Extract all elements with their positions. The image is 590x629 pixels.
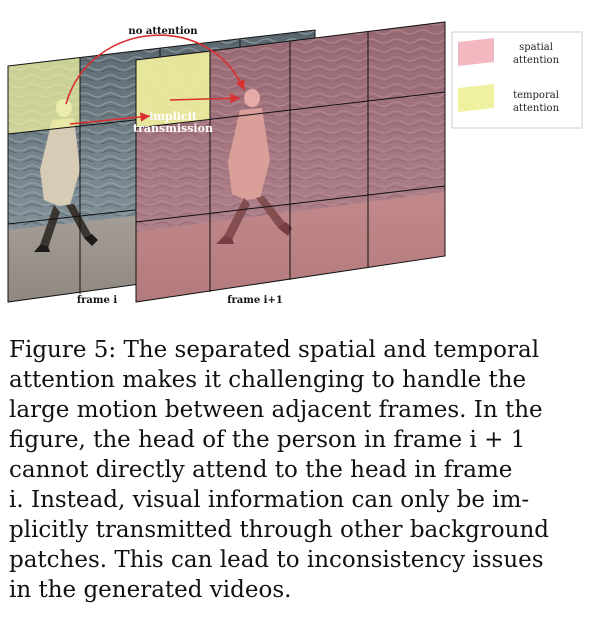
no-attention-label: no attention — [128, 26, 198, 37]
frame-i-plus-1-grid — [135, 21, 446, 303]
figure-5-diagram: no attention implicit transmission frame… — [7, 21, 583, 306]
caption-line: figure, the head of the person in frame … — [9, 427, 526, 453]
caption-line: i. Instead, visual information can only … — [9, 487, 530, 513]
caption-line: large motion between adjacent frames. In… — [9, 397, 543, 423]
implicit-label-line2: transmission — [133, 122, 213, 135]
frame-i-plus-1 — [135, 21, 446, 303]
caption-line: Figure 5: The separated spatial and temp… — [9, 337, 540, 363]
temporal-attention-patch-frame-i — [8, 58, 80, 134]
implicit-transmission-arrow-1 — [69, 112, 151, 125]
implicit-transmission-arrow-2 — [169, 93, 241, 104]
caption-line: attention makes it challenging to handle… — [9, 367, 527, 393]
legend-spatial-label-2: attention — [513, 55, 560, 66]
caption-line: cannot directly attend to the head in fr… — [9, 457, 513, 483]
attention-arrows — [65, 34, 245, 125]
caption-line: in the generated videos. — [9, 577, 292, 603]
no-attention-arrow — [65, 34, 245, 105]
figure-caption: Figure 5: The separated spatial and temp… — [9, 335, 569, 605]
legend-temporal-label-2: attention — [513, 103, 560, 114]
caption-line: patches. This can lead to inconsistency … — [9, 547, 544, 573]
frame-i-plus-1-label: frame i+1 — [227, 295, 283, 306]
implicit-label-line1: implicit — [149, 110, 198, 123]
legend-spatial-swatch — [458, 38, 494, 66]
legend-spatial-label-1: spatial — [519, 42, 553, 53]
legend-temporal-swatch — [458, 84, 494, 112]
temporal-attention-patch-frame-i-plus-1 — [136, 52, 210, 128]
caption-line: plicitly transmitted through other backg… — [9, 517, 549, 543]
legend: spatial attention temporal attention — [451, 31, 583, 129]
person-figure-frame-i-plus-1 — [216, 89, 292, 244]
frame-i-label: frame i — [77, 295, 117, 306]
legend-temporal-label-1: temporal — [513, 90, 559, 101]
